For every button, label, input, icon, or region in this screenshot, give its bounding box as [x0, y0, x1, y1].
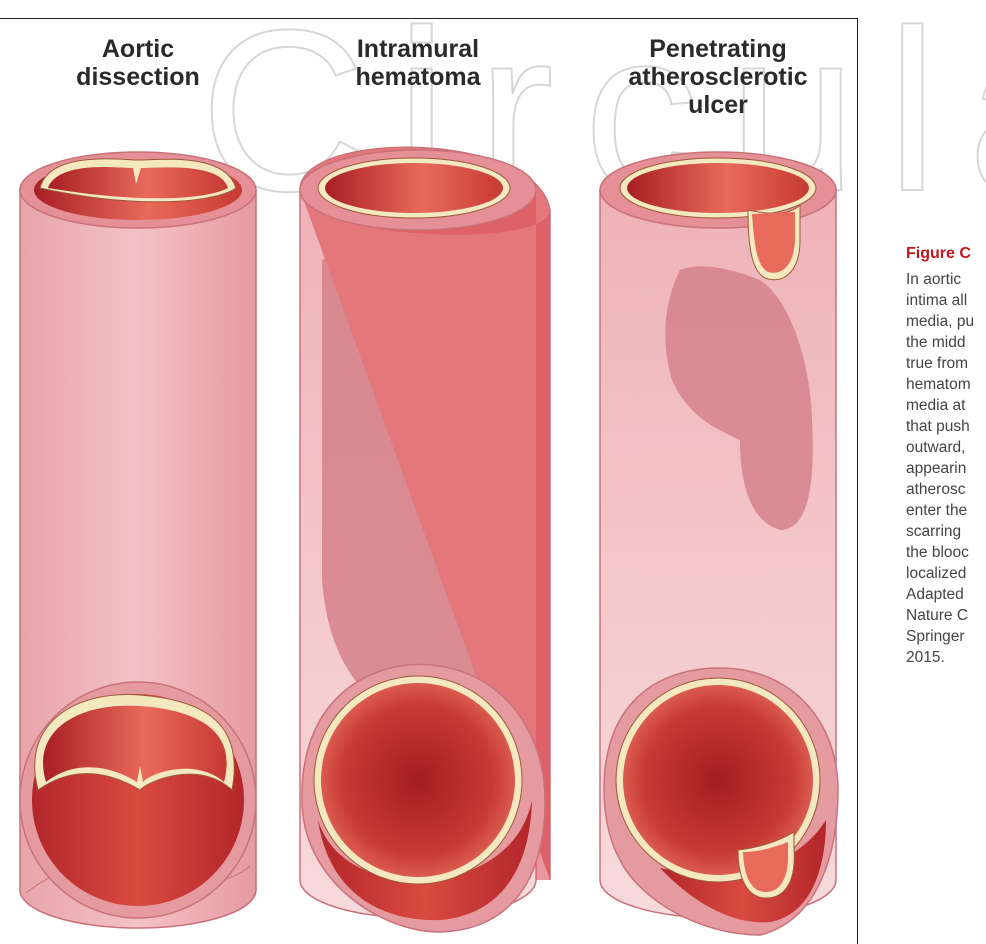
- title-line: Intramural: [356, 35, 480, 63]
- figure-caption: In aortic intima all media, pu the midd …: [906, 269, 974, 668]
- caption-line: appearin: [906, 460, 967, 477]
- title-intramural-hematoma: Intramural hematoma: [318, 35, 518, 91]
- title-line: atherosclerotic: [628, 63, 808, 91]
- caption-line: media at: [906, 397, 966, 414]
- figure-label: Figure C: [906, 245, 971, 262]
- caption-line: In aortic: [906, 271, 962, 288]
- caption-line: scarring: [906, 523, 962, 540]
- caption-line: true from: [906, 355, 969, 372]
- caption-line: 2015.: [906, 649, 945, 666]
- caption-line: Nature C: [906, 607, 969, 624]
- diagram-panel: [0, 18, 858, 944]
- caption-line: hematom: [906, 376, 971, 393]
- dissection-cross-section: [19, 681, 257, 919]
- ulcer-cross-section: [603, 667, 839, 936]
- caption-line: Adapted: [906, 586, 964, 603]
- figure-caption-area: Figure C In aortic intima all media, pu …: [906, 0, 986, 944]
- caption-line: outward,: [906, 439, 966, 456]
- title-line: ulcer: [688, 91, 748, 119]
- caption-line: media, pu: [906, 313, 975, 330]
- caption-line: Springer: [906, 628, 965, 645]
- caption-line: localized: [906, 565, 967, 582]
- title-aortic-dissection: Aortic dissection: [38, 35, 238, 91]
- caption-line: the blooc: [906, 544, 969, 561]
- title-line: Penetrating: [649, 35, 787, 63]
- caption-line: the midd: [906, 334, 966, 351]
- title-line: Aortic: [101, 35, 175, 63]
- hematoma-cross-section: [301, 663, 546, 933]
- caption-line: atherosc: [906, 481, 966, 498]
- title-line: hematoma: [355, 63, 481, 91]
- caption-line: enter the: [906, 502, 968, 519]
- caption-line: intima all: [906, 292, 968, 309]
- caption-line: that push: [906, 418, 970, 435]
- title-line: dissection: [76, 63, 200, 91]
- title-penetrating-ulcer: Penetrating atherosclerotic ulcer: [600, 35, 836, 119]
- aorta-illustration: [19, 146, 839, 936]
